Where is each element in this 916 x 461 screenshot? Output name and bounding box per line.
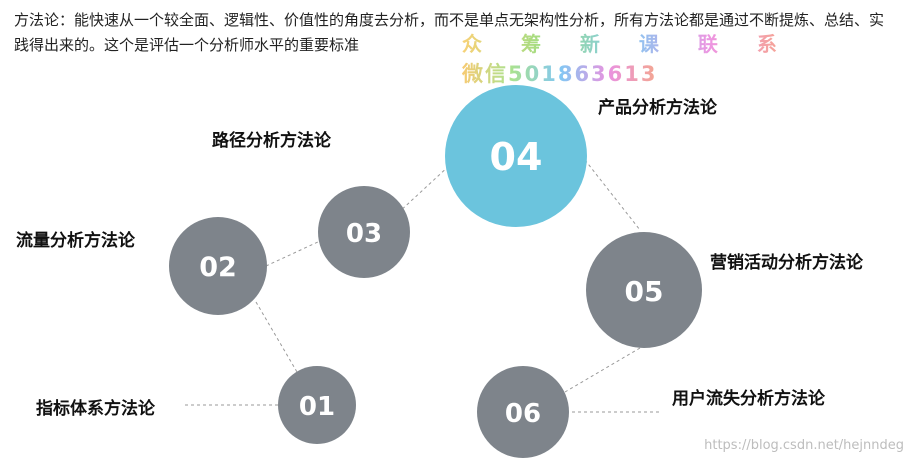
watermark-line-2: 微信501863613 (462, 58, 658, 88)
node-01-circle (278, 366, 356, 444)
node-04: 04 (445, 85, 587, 227)
node-05-label: 05 (625, 275, 664, 308)
connector-02-03 (265, 240, 321, 267)
node-05: 05 (586, 232, 702, 348)
intro-text: 方法论：能快速从一个较全面、逻辑性、价值性的角度去分析，而不是单点无架构性分析，… (14, 11, 885, 54)
connector-lines (185, 159, 662, 413)
node-02-circle (169, 217, 267, 315)
method-label-05: 营销活动分析方法论 (710, 253, 863, 273)
node-03: 03 (318, 186, 410, 278)
node-05-circle (586, 232, 702, 348)
method-label-03: 路径分析方法论 (212, 131, 331, 151)
method-label-06: 用户流失分析方法论 (672, 389, 825, 409)
node-03-circle (318, 186, 410, 278)
node-03-label: 03 (346, 219, 382, 249)
method-label-01: 指标体系方法论 (36, 399, 155, 419)
connector-04-05 (584, 159, 641, 231)
watermark-line-1: 众 筹 新 课 联 系 (462, 28, 793, 57)
connector-05-06 (564, 347, 641, 393)
method-label-04: 产品分析方法论 (598, 98, 717, 118)
node-01-label: 01 (299, 392, 335, 422)
watermark: 众 筹 新 课 联 系 微信501863613 (462, 28, 777, 88)
source-credit: https://blog.csdn.net/hejnndeg (704, 438, 904, 453)
node-06: 06 (477, 366, 569, 458)
connector-03-04 (397, 164, 451, 214)
node-02: 02 (169, 217, 267, 315)
connector-01-02 (255, 301, 298, 373)
node-04-label: 04 (490, 135, 543, 179)
node-06-label: 06 (505, 399, 541, 429)
node-04-circle (445, 85, 587, 227)
node-01: 01 (278, 366, 356, 444)
method-label-02: 流量分析方法论 (16, 231, 135, 251)
node-02-label: 02 (199, 252, 237, 283)
node-06-circle (477, 366, 569, 458)
